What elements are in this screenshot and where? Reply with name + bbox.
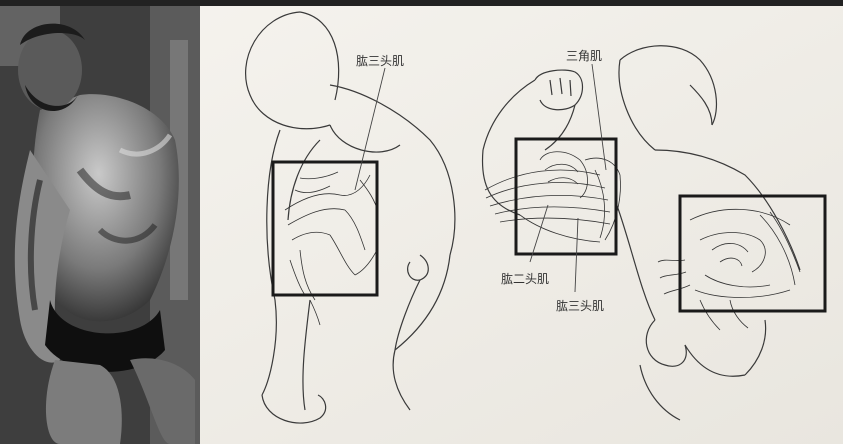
label-deltoid: 三角肌 — [566, 49, 603, 63]
leader-line-biceps — [529, 204, 549, 263]
bodybuilder-photo — [0, 6, 200, 444]
leader-line-triceps-bottom — [574, 217, 579, 293]
highlight-box-triceps-back — [271, 160, 379, 297]
biceps-hatching — [484, 151, 621, 243]
figure-flexed-arm — [481, 45, 801, 421]
label-triceps-top: 肱三头肌 — [356, 54, 405, 68]
highlight-box-triceps-arm — [678, 194, 827, 313]
leader-line-triceps-top — [354, 67, 386, 191]
label-triceps-bottom: 肱三头肌 — [556, 299, 605, 313]
highlight-box-biceps — [514, 137, 618, 256]
label-biceps: 肱二头肌 — [501, 272, 550, 286]
leader-line-deltoid — [591, 63, 607, 171]
figure-back-triceps — [245, 11, 456, 424]
triceps-hatching-right — [657, 208, 801, 331]
